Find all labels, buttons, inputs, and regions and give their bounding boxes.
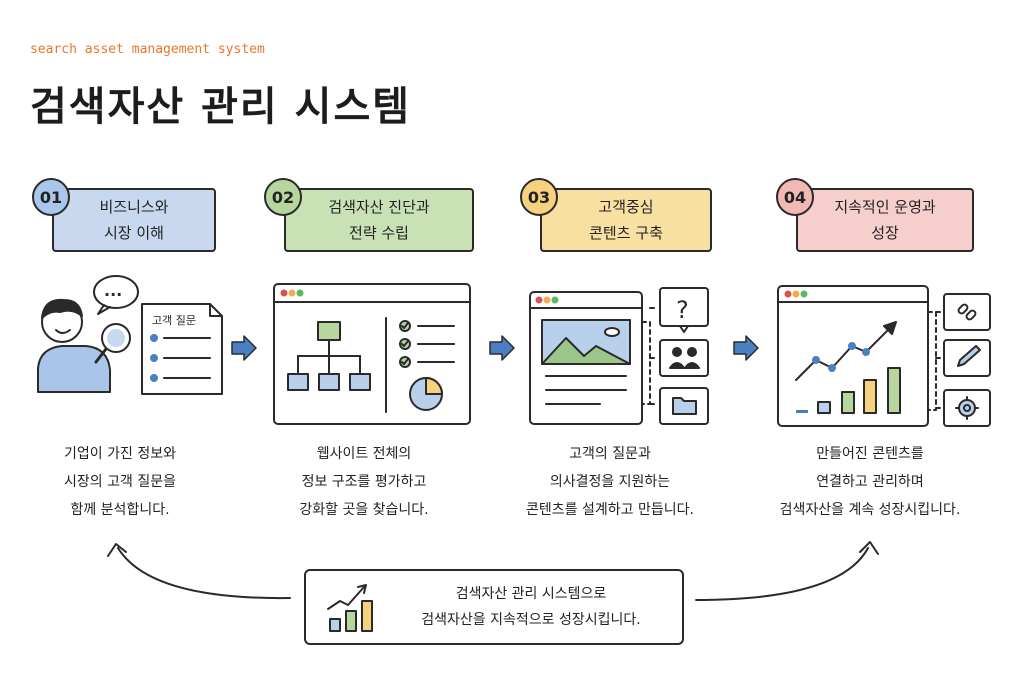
gear-icon (943, 389, 991, 427)
growth-connectors (927, 311, 945, 411)
loop-arrow-left (117, 547, 291, 600)
arrow-right-icon (489, 335, 515, 361)
page-title: 검색자산 관리 시스템 (30, 84, 412, 130)
process-arrows (231, 335, 759, 361)
step-4-description: 만들어진 콘텐츠를 연결하고 관리하며 검색자산을 계속 성장시킵니다. (779, 446, 961, 518)
subtitle: search asset management system (30, 42, 265, 57)
growth-bars-icon (327, 584, 373, 632)
feedback-loop (107, 541, 879, 601)
question-card-title: 고객 질문 (152, 314, 196, 327)
arrow-right-icon (733, 335, 759, 361)
step-4-number: 04 (776, 178, 814, 216)
summary-text: 검색자산 관리 시스템으로 검색자산을 지속적으로 성장시킵니다. (421, 586, 641, 628)
pencil-icon (943, 339, 991, 377)
speech-bubble-icon (93, 275, 139, 315)
site-structure-window (273, 283, 471, 425)
content-connectors (641, 307, 659, 405)
step-3-number: 03 (520, 178, 558, 216)
question-mark: ? (676, 296, 689, 324)
summary-box: 검색자산 관리 시스템으로 검색자산을 지속적으로 성장시킵니다. (304, 569, 684, 645)
speech-bubble-text: ... (104, 281, 122, 300)
question-icon (659, 287, 709, 333)
arrow-right-icon (231, 335, 257, 361)
growth-chart-window (777, 285, 929, 427)
step-2-description: 웹사이트 전체의 정보 구조를 평가하고 강화할 곳을 찾습니다. (299, 446, 429, 518)
step-1-description: 기업이 가진 정보와 시장의 고객 질문을 함께 분석합니다. (64, 446, 176, 518)
step-3-description: 고객의 질문과 의사결정을 지원하는 콘텐츠를 설계하고 만듭니다. (526, 446, 694, 518)
magnifier-icon (94, 323, 131, 364)
step-1-number: 01 (32, 178, 70, 216)
content-window (529, 291, 643, 425)
step-4-label: 지속적인 운영과 성장 (796, 188, 974, 252)
loop-arrow-right (695, 547, 869, 601)
person-illustration (37, 298, 111, 393)
step-2-label: 검색자산 진단과 전략 수립 (284, 188, 474, 252)
step-2-number: 02 (264, 178, 302, 216)
step-1-label: 비즈니스와 시장 이해 (52, 188, 216, 252)
step-3-label: 고객중심 콘텐츠 구축 (540, 188, 712, 252)
link-icon (943, 293, 991, 331)
users-icon (659, 339, 709, 377)
question-card (141, 303, 223, 395)
folder-icon (659, 387, 709, 425)
